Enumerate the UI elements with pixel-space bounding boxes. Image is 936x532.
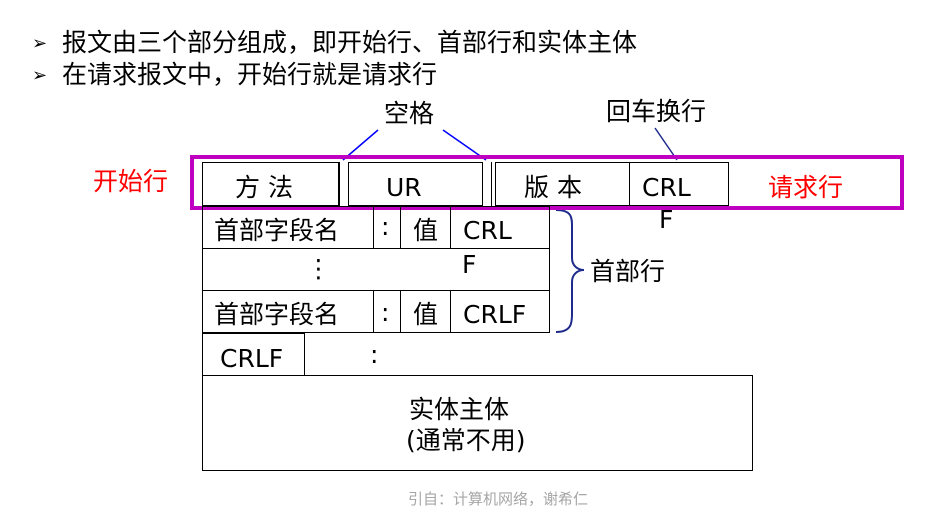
method-text: 方 法 [235,173,293,202]
header-colon: : [381,212,390,241]
bullet-text: 报文由三个部分组成，即开始行、首部行和实体主体 [62,28,638,57]
ellipsis-vertical-icon: ⋮ [306,254,331,283]
blank-line-crlf-text: CRLF [220,344,284,373]
header-value: 值 [413,216,439,245]
header-crlf: CRLF [463,300,527,329]
entity-body-box [202,375,753,471]
version-text: 版 本 [524,173,582,202]
value-divider [450,290,451,333]
colon-divider [400,206,401,248]
header-lines-block [202,206,550,333]
bullet-item: ➢ 在请求报文中，开始行就是请求行 [32,60,437,91]
start-line-label: 开始行 [93,167,169,196]
entity-body-note: (通常不用) [406,426,526,455]
crlf-pointer [654,127,678,161]
arrow-bullet-icon: ➢ [32,33,48,54]
space-label: 空格 [384,99,435,128]
row-divider [202,248,550,249]
bullet-text: 在请求报文中，开始行就是请求行 [62,60,438,89]
colon-divider [373,206,374,248]
request-line-label: 请求行 [768,173,844,202]
method-cell [202,162,340,206]
header-value: 值 [413,300,439,329]
header-brace [555,209,585,333]
crlf-label: 回车换行 [606,97,707,126]
space-divider [338,162,339,206]
bullet-item: ➢ 报文由三个部分组成，即开始行、首部行和实体主体 [32,28,637,59]
crlf-text: CRL [642,173,691,202]
url-cell [348,162,483,206]
header-field-name: 首部字段名 [214,216,340,245]
colon-divider [400,290,401,333]
space-divider [491,162,492,206]
header-colon: : [381,298,390,327]
request-line-frame [190,155,904,210]
entity-body-title: 实体主体 [409,395,510,424]
value-divider [450,206,451,248]
crlf-cell [629,162,729,206]
header-lines-label: 首部行 [590,257,666,286]
arrow-bullet-icon: ➢ [32,65,48,86]
colon-divider [373,290,374,333]
header-crlf-wrap: F [462,250,477,279]
row-divider [202,290,550,291]
header-field-name: 首部字段名 [214,300,340,329]
header-crlf: CRL [463,216,512,245]
url-text: UR [386,173,422,202]
crlf-text-wrap: F [659,205,674,234]
source-citation: 引自：计算机网络，谢希仁 [408,490,589,508]
blank-line-colon: : [370,340,379,369]
